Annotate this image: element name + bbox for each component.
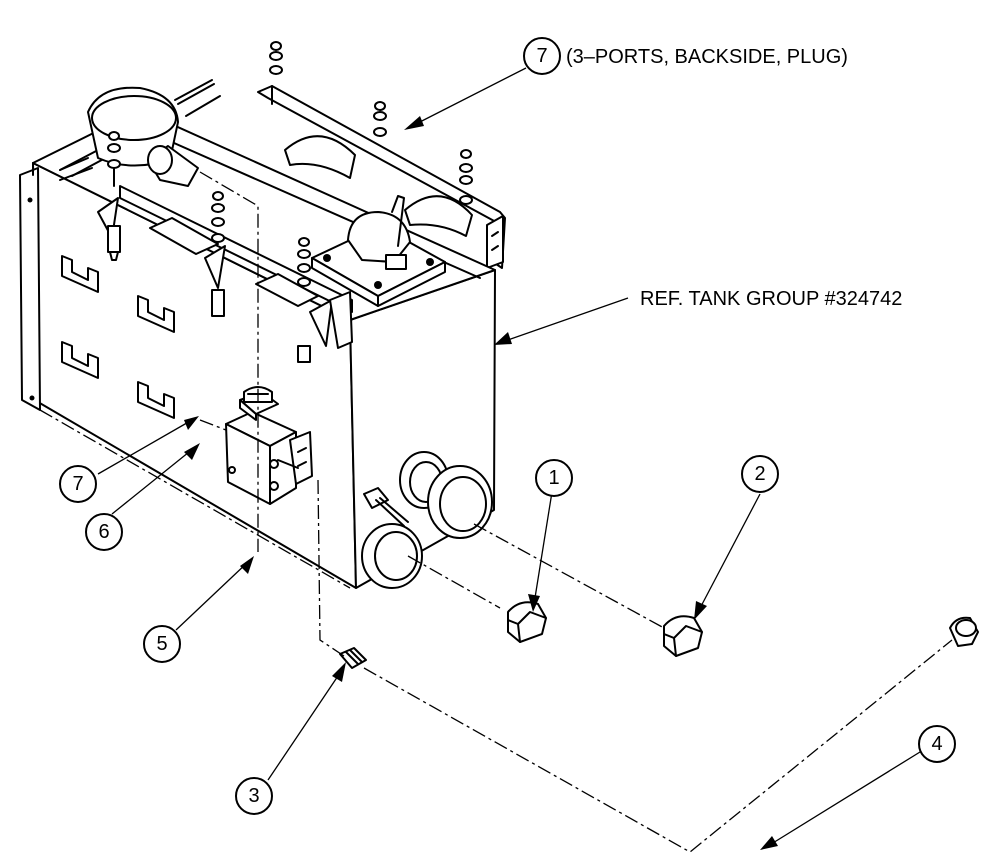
assembly-lines bbox=[39, 171, 953, 853]
ports-note: (3–PORTS, BACKSIDE, PLUG) bbox=[566, 46, 848, 68]
tank-sensor-fitting bbox=[363, 487, 409, 527]
plug-fitting-1 bbox=[507, 601, 547, 643]
callout-6-label: 6 bbox=[98, 521, 109, 543]
plug-fitting-2 bbox=[663, 615, 703, 657]
plug-fitting-4 bbox=[949, 616, 979, 647]
callout-4-label: 4 bbox=[931, 733, 942, 755]
callout-2-label: 2 bbox=[754, 463, 765, 485]
callout-7-top: 7 bbox=[523, 37, 561, 75]
callout-6: 6 bbox=[85, 513, 123, 551]
tank-port bbox=[427, 465, 493, 539]
callout-1: 1 bbox=[535, 459, 573, 497]
callout-4: 4 bbox=[918, 725, 956, 763]
tank-port bbox=[361, 523, 423, 589]
callout-3: 3 bbox=[235, 777, 273, 815]
callout-7-lower-label: 7 bbox=[72, 473, 83, 495]
callout-7-top-label: 7 bbox=[536, 45, 547, 67]
valve-block bbox=[225, 386, 313, 505]
hardware-stack bbox=[107, 41, 473, 363]
mounting-clip bbox=[61, 255, 99, 293]
callout-5-label: 5 bbox=[156, 633, 167, 655]
tank-assembly bbox=[19, 79, 506, 589]
mounting-clip bbox=[137, 295, 175, 333]
fitting-3 bbox=[339, 647, 367, 669]
mounting-clip bbox=[61, 341, 99, 379]
callout-3-label: 3 bbox=[248, 785, 259, 807]
callout-5: 5 bbox=[143, 625, 181, 663]
tank-reference-note: REF. TANK GROUP #324742 bbox=[640, 288, 902, 310]
callout-2: 2 bbox=[741, 455, 779, 493]
leader-lines bbox=[97, 67, 921, 850]
callout-7-lower: 7 bbox=[59, 465, 97, 503]
mounting-clip bbox=[137, 381, 175, 419]
callout-1-label: 1 bbox=[548, 467, 559, 489]
